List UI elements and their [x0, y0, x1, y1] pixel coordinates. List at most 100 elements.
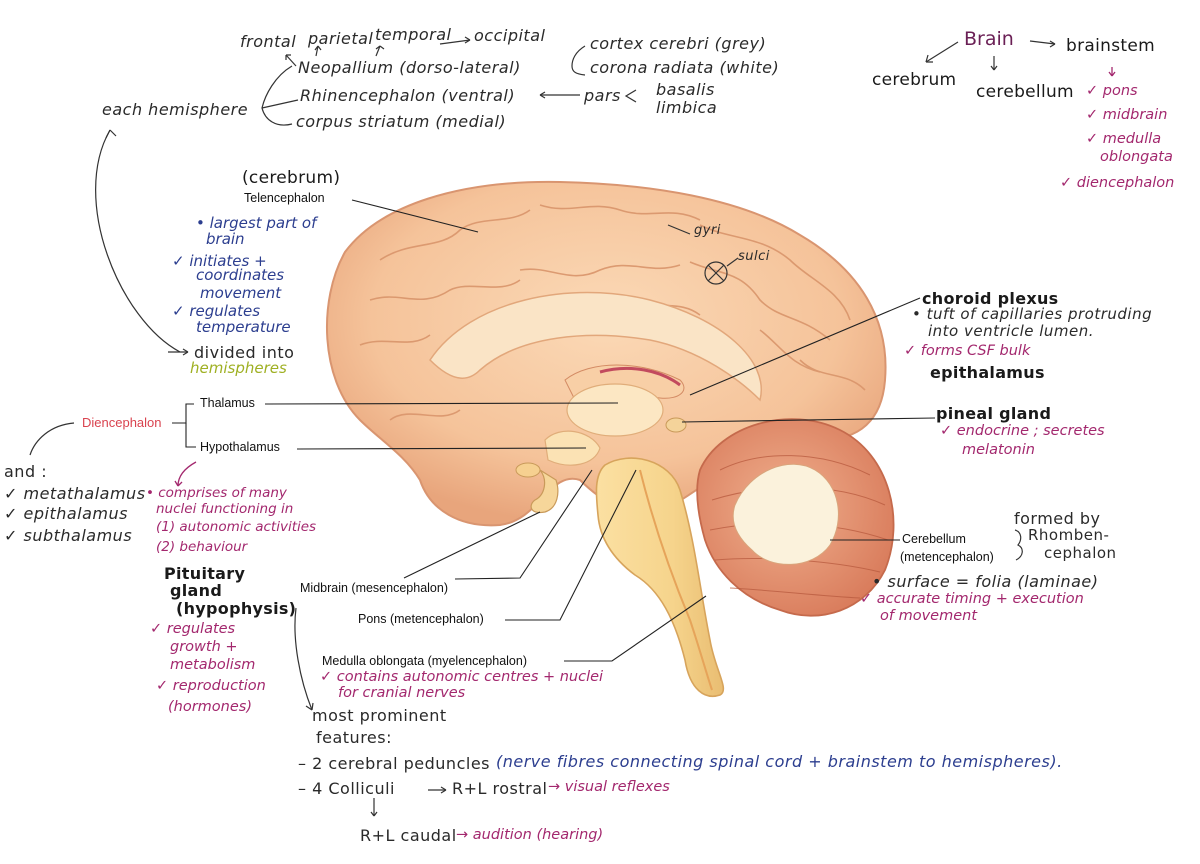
features-line-1: most prominent: [312, 706, 447, 725]
arbor-vitae: [732, 463, 839, 565]
cerebellum-branch: cerebellum: [976, 82, 1074, 102]
hypothalamus-note-4: (2) behaviour: [156, 539, 248, 555]
line-pituitary: [403, 511, 541, 579]
peduncles-label: – 2 cerebral peduncles: [298, 754, 490, 773]
brainstem-branch: brainstem: [1066, 36, 1155, 56]
peduncles-note: (nerve fibres connecting spinal cord + b…: [496, 752, 1063, 771]
each-hemisphere-label: each hemisphere: [102, 100, 249, 119]
cerebrum-note-5: movement: [200, 284, 282, 302]
colliculi-rostral-note: → visual reflexes: [548, 779, 670, 795]
pituitary-note-3: metabolism: [170, 657, 256, 673]
sulci-circle: [704, 261, 728, 285]
pineal-note-1: ✓ endocrine ; secretes: [940, 423, 1105, 439]
cerebellum-note-1: ✓ accurate timing + execution: [860, 591, 1084, 607]
epithalamus-label: epithalamus: [930, 363, 1045, 382]
pituitary-label-3: (hypophysis): [176, 599, 297, 618]
cerebrum-note-7: temperature: [196, 318, 291, 336]
pineal-shape: [665, 417, 687, 433]
midbrain-label: Midbrain (mesencephalon): [300, 581, 448, 595]
pons-label: Pons (metencephalon): [358, 612, 484, 626]
corpus-callosum: [429, 291, 762, 402]
brainstem-item-diencephalon: ✓ diencephalon: [1060, 175, 1175, 191]
pituitary-note-1: ✓ regulates: [150, 621, 236, 637]
colliculi-label: – 4 Colliculi: [298, 779, 395, 798]
line-pons: [505, 469, 637, 621]
pituitary-shape: [530, 469, 559, 514]
cerebrum-note-1: • largest part of: [196, 214, 317, 232]
features-line-2: features:: [316, 728, 392, 747]
thalamus-shape: [566, 383, 664, 437]
cerebrum-heading: (cerebrum): [242, 168, 341, 188]
line-telencephalon: [351, 199, 479, 233]
brain-title: Brain: [964, 28, 1014, 50]
folia-lines: [709, 455, 889, 599]
cerebrum-note-3: ✓ initiates +: [172, 252, 267, 270]
line-diencephalon: [172, 403, 194, 424]
brainstem-item-pons: ✓ pons: [1086, 83, 1138, 99]
choroid-note-1: • tuft of capillaries protruding: [912, 305, 1153, 323]
basalis-label: basalis: [656, 80, 715, 99]
line-pineal: [681, 417, 936, 423]
pituitary-note-2: growth +: [170, 639, 238, 655]
line-midbrain: [454, 469, 593, 580]
limbica-label: limbica: [656, 98, 718, 117]
gyri-label: gyri: [694, 223, 721, 238]
lobe-frontal: frontal: [240, 32, 297, 51]
surface-folia-label: • surface = folia (laminae): [872, 572, 1099, 591]
cerebrum-note-6: ✓ regulates: [172, 302, 261, 320]
diencephalon-list-2: ✓ epithalamus: [4, 504, 128, 523]
telencephalon-label: Telencephalon: [244, 191, 325, 205]
formed-by-label: formed by: [1014, 509, 1101, 528]
lobe-temporal: temporal: [375, 25, 452, 44]
corona-label: corona radiata (white): [590, 58, 780, 77]
choroid-note-3: ✓ forms CSF bulk: [904, 343, 1031, 359]
cortex-label: cortex cerebri (grey): [590, 34, 767, 53]
medulla-note-1: ✓ contains autonomic centres + nuclei: [320, 669, 604, 685]
cerebrum-note-2: brain: [206, 230, 245, 248]
brainstem-shape: [595, 457, 725, 697]
lobe-parietal: parietal: [308, 29, 374, 48]
line-hypothalamus: [296, 447, 587, 450]
corpus-striatum-label: corpus striatum (medial): [296, 112, 507, 131]
hypothalamus-note-2: nuclei functioning in: [156, 501, 294, 517]
brainstem-item-oblongata: oblongata: [1100, 149, 1173, 165]
line-thalamus: [264, 402, 619, 405]
cerebellum-label: Cerebellum: [902, 532, 966, 546]
choroid-plexus-shape: [599, 366, 681, 387]
and-label: and :: [4, 462, 48, 481]
divided-into-label: divided into: [194, 343, 295, 362]
cerebellum-note-2: of movement: [880, 608, 978, 624]
pars-label: pars: [584, 86, 621, 105]
diencephalon-list-1: ✓ metathalamus: [4, 484, 146, 503]
rhinencephalon-label: Rhinencephalon (ventral): [300, 86, 516, 105]
neopallium-label: Neopallium (dorso-lateral): [298, 58, 521, 77]
choroid-plexus-title: choroid plexus: [922, 289, 1059, 308]
rhomben-label: Rhomben-: [1028, 526, 1110, 544]
pineal-title: pineal gland: [936, 404, 1052, 423]
diencephalon-list-3: ✓ subthalamus: [4, 526, 133, 545]
colliculi-rostral: R+L rostral: [452, 779, 548, 798]
hypothalamus-note-3: (1) autonomic activities: [156, 519, 317, 535]
pituitary-note-5: (hormones): [168, 699, 252, 715]
metencephalon-label: (metencephalon): [900, 550, 994, 564]
pituitary-label-2: gland: [170, 581, 223, 600]
cerebrum-branch: cerebrum: [872, 70, 957, 90]
pineal-note-2: melatonin: [962, 442, 1035, 458]
hemispheres-label: hemispheres: [190, 359, 287, 377]
thalamus-label: Thalamus: [200, 396, 255, 410]
choroid-note-2: into ventricle lumen.: [928, 322, 1095, 340]
hypothalamus-note-1: • comprises of many: [146, 485, 287, 501]
medulla-label: Medulla oblongata (myelencephalon): [322, 654, 527, 668]
brainstem-item-medulla: ✓ medulla: [1086, 131, 1162, 147]
aqueduct: [639, 469, 713, 691]
line-medulla: [564, 595, 707, 662]
hypothalamus-label: Hypothalamus: [200, 440, 280, 454]
medulla-note-2: for cranial nerves: [338, 685, 466, 701]
brainstem-item-midbrain: ✓ midbrain: [1086, 107, 1168, 123]
colliculi-caudal: R+L caudal: [360, 826, 457, 845]
cerebrum-note-4: coordinates: [196, 266, 285, 284]
sulci-label: sulci: [738, 249, 770, 264]
colliculi-caudal-note: → audition (hearing): [456, 827, 604, 843]
line-choroid: [689, 297, 921, 396]
